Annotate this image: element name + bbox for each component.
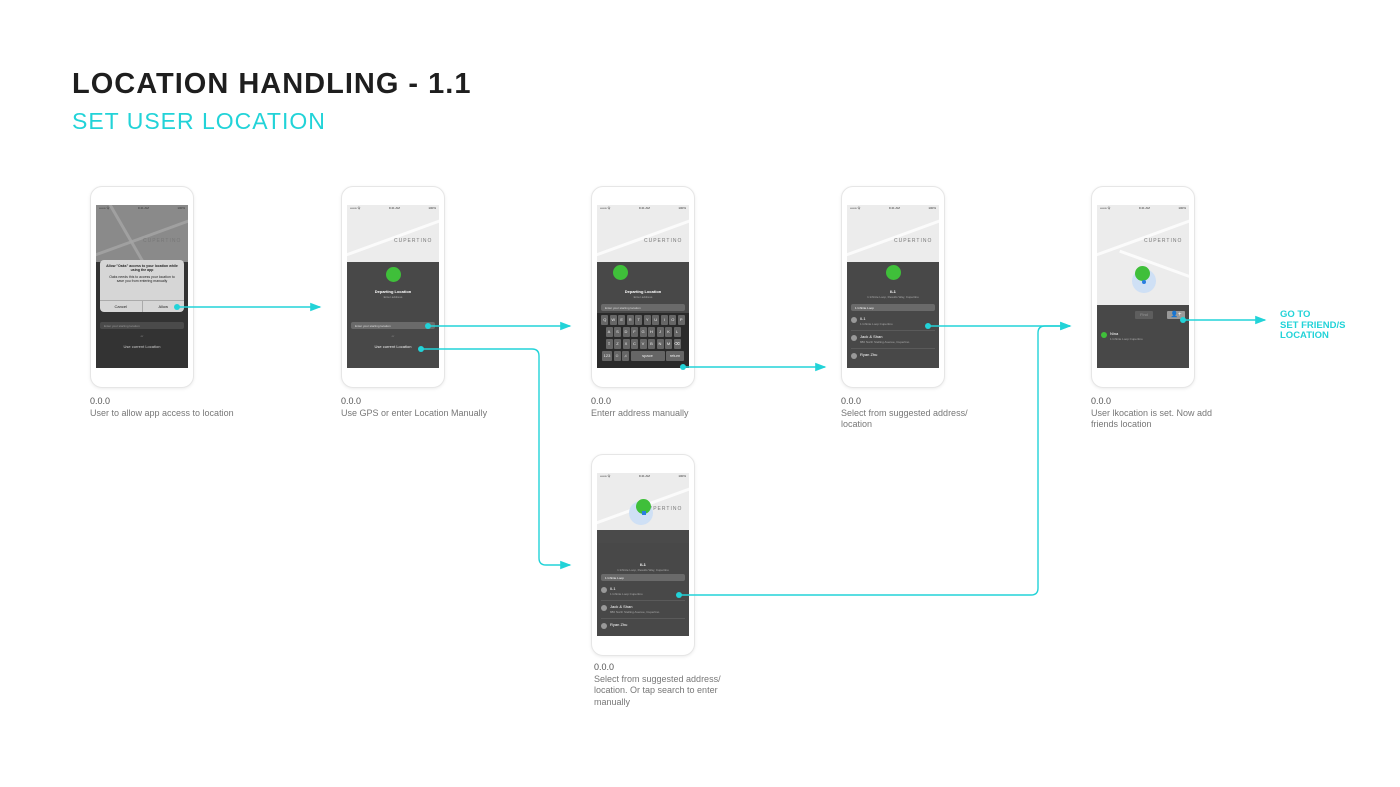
key[interactable]: Y [643, 315, 651, 325]
location-pin-icon [886, 265, 901, 280]
key[interactable]: I [660, 315, 668, 325]
key[interactable]: X [622, 339, 630, 349]
key[interactable]: E [618, 315, 626, 325]
list-item[interactable]: Ryan Zhu [601, 619, 685, 636]
list-item[interactable]: Ryan Zhu [851, 349, 935, 367]
location-pin-icon [1135, 266, 1150, 281]
key[interactable]: U [652, 315, 660, 325]
search-input[interactable]: Enter your starting location [601, 304, 685, 311]
key[interactable]: M [665, 339, 672, 349]
page-title: LOCATION HANDLING - 1.1 [72, 68, 472, 100]
key[interactable]: T [635, 315, 643, 325]
key[interactable]: F [631, 327, 638, 337]
key[interactable]: P [677, 315, 685, 325]
key[interactable]: O [669, 315, 677, 325]
key[interactable]: D [622, 327, 630, 337]
key[interactable]: V [639, 339, 647, 349]
key[interactable]: ⌫ [673, 339, 681, 349]
use-current-location[interactable]: Use current Location [374, 344, 412, 349]
key[interactable]: H [648, 327, 655, 337]
permission-alert: Allow "Oaks" access to your location whi… [100, 260, 184, 312]
allow-button[interactable]: Allow [141, 301, 185, 312]
key[interactable]: Z [614, 339, 621, 349]
cancel-button[interactable]: Cancel [114, 304, 127, 309]
key[interactable]: C [631, 339, 638, 349]
key[interactable]: A [605, 327, 613, 337]
key[interactable]: J [656, 327, 664, 337]
search-input[interactable]: Enter your starting location [100, 322, 184, 329]
emoji-key[interactable]: ☺ [613, 351, 621, 361]
key[interactable]: K [665, 327, 672, 337]
find-button[interactable]: Find [1135, 311, 1153, 319]
use-current-location[interactable]: Use current Location [123, 344, 161, 349]
page-subtitle: SET USER LOCATION [72, 108, 326, 134]
key[interactable]: N [656, 339, 664, 349]
key[interactable]: B [648, 339, 655, 349]
key[interactable]: R [626, 315, 634, 325]
location-pin-icon [636, 499, 651, 514]
connector-current-suggested-to-set [679, 321, 1072, 596]
key[interactable]: W [609, 315, 617, 325]
search-input[interactable]: Enter your starting location [351, 322, 435, 329]
add-friend-icon[interactable]: 👤+ [1167, 311, 1185, 319]
key[interactable]: ⇧ [605, 339, 613, 349]
key[interactable]: G [639, 327, 647, 337]
current-location-dot [1142, 280, 1146, 284]
search-input[interactable]: 1 Infinite Loop [601, 574, 685, 581]
mic-key[interactable]: ♫ [622, 351, 629, 361]
current-location-dot [642, 511, 646, 515]
key[interactable]: L [673, 327, 681, 337]
key[interactable]: S [614, 327, 621, 337]
connector-current-to-suggested [421, 348, 572, 570]
location-pin-icon [386, 267, 401, 282]
location-pin-icon [613, 265, 628, 280]
search-input[interactable]: 1 Infinite Loop [851, 304, 935, 311]
key[interactable]: Q [601, 315, 609, 325]
